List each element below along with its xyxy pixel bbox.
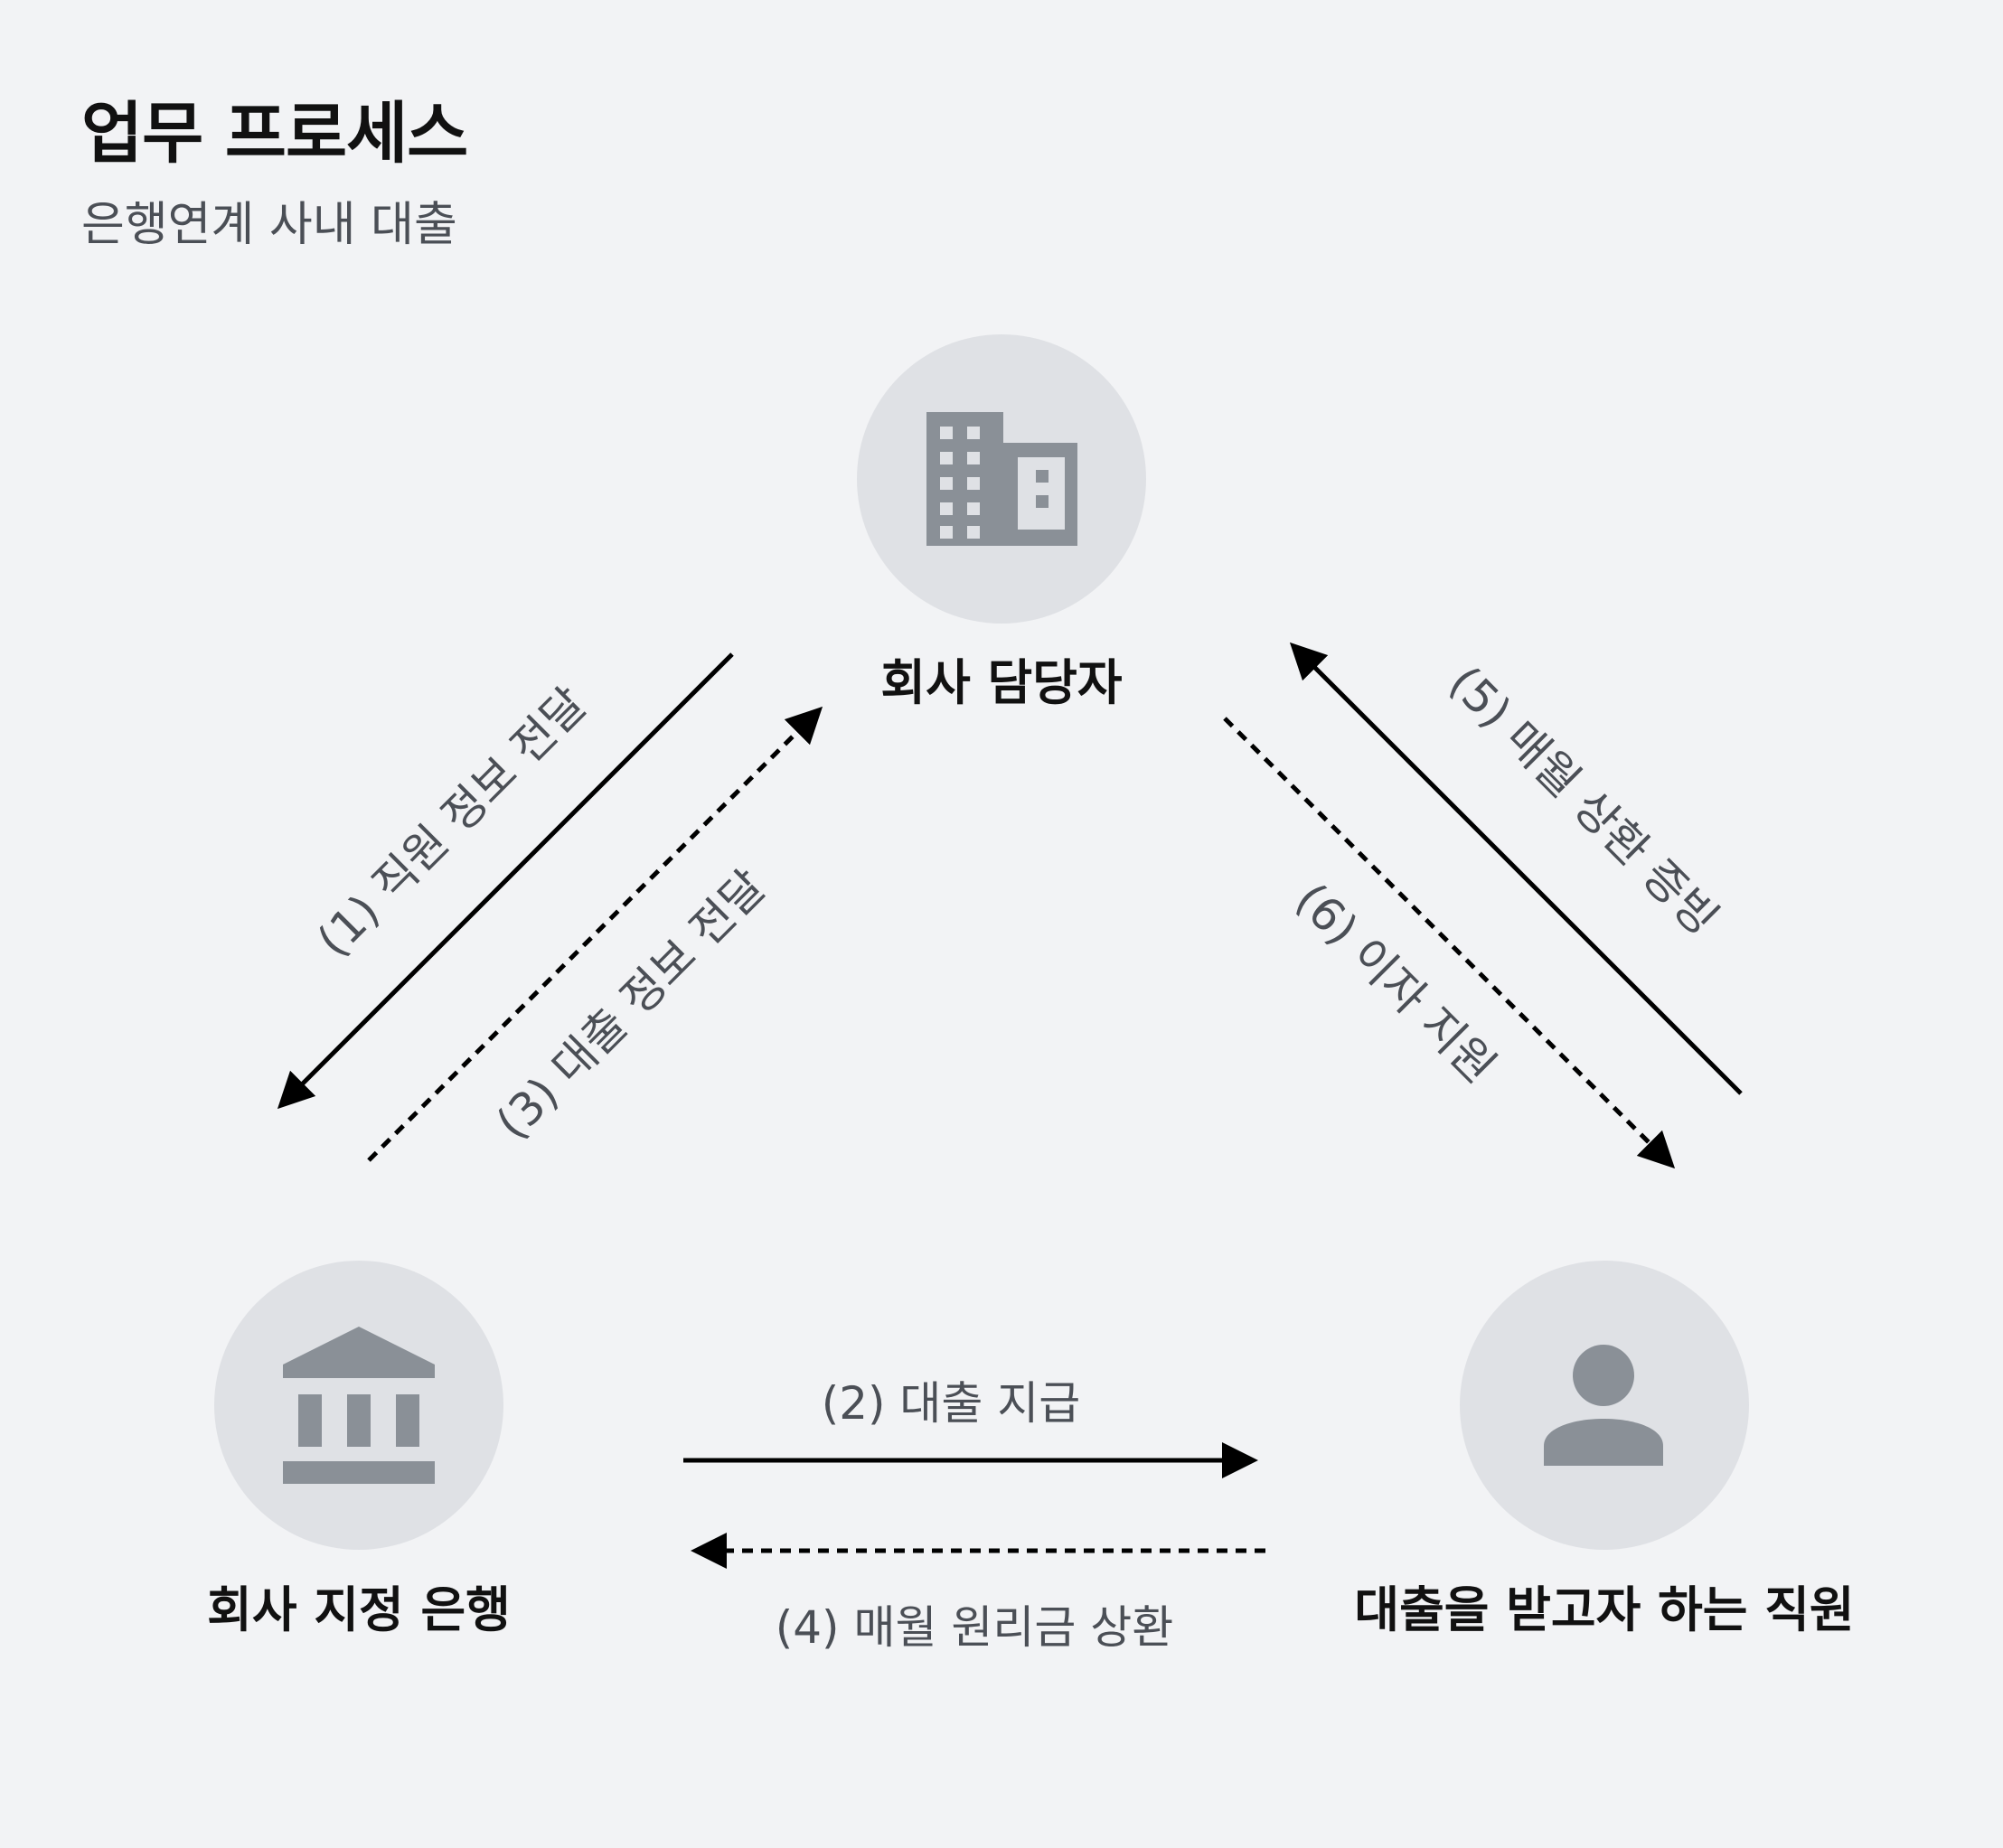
edge-label-step5: (5) 매월 상환 증빙 <box>1439 656 1728 945</box>
building-icon <box>926 412 1077 546</box>
edge-label-step6: (6) 이자 지원 <box>1285 873 1506 1093</box>
bank-node: 회사 지정 은행 <box>207 1261 511 1638</box>
arrow-step3 <box>367 706 823 1162</box>
employee-label: 대출을 받고자 하는 직원 <box>1354 1581 1854 1638</box>
company-label: 회사 담당자 <box>880 654 1123 711</box>
page-subtitle: 은행연계 사내 대출 <box>81 198 457 252</box>
bank-label: 회사 지정 은행 <box>207 1581 511 1638</box>
edge-label-step1: (1) 직원 정보 전달 <box>307 678 597 967</box>
edge-label-step2: (2) 대출 지급 <box>822 1377 1081 1430</box>
arrow-step6 <box>1223 717 1676 1169</box>
company-node: 회사 담당자 <box>857 334 1146 711</box>
edge-label-step4: (4) 매월 원리금 상환 <box>776 1601 1174 1654</box>
person-icon <box>1544 1345 1663 1466</box>
arrow-step5 <box>1289 642 1743 1095</box>
bank-icon <box>283 1327 435 1484</box>
arrow-step1 <box>277 652 734 1110</box>
edge-label-step3: (3) 대출 정보 전달 <box>486 860 776 1149</box>
page-title: 업무 프로세스 <box>81 95 468 173</box>
employee-node: 대출을 받고자 하는 직원 <box>1354 1261 1855 1638</box>
